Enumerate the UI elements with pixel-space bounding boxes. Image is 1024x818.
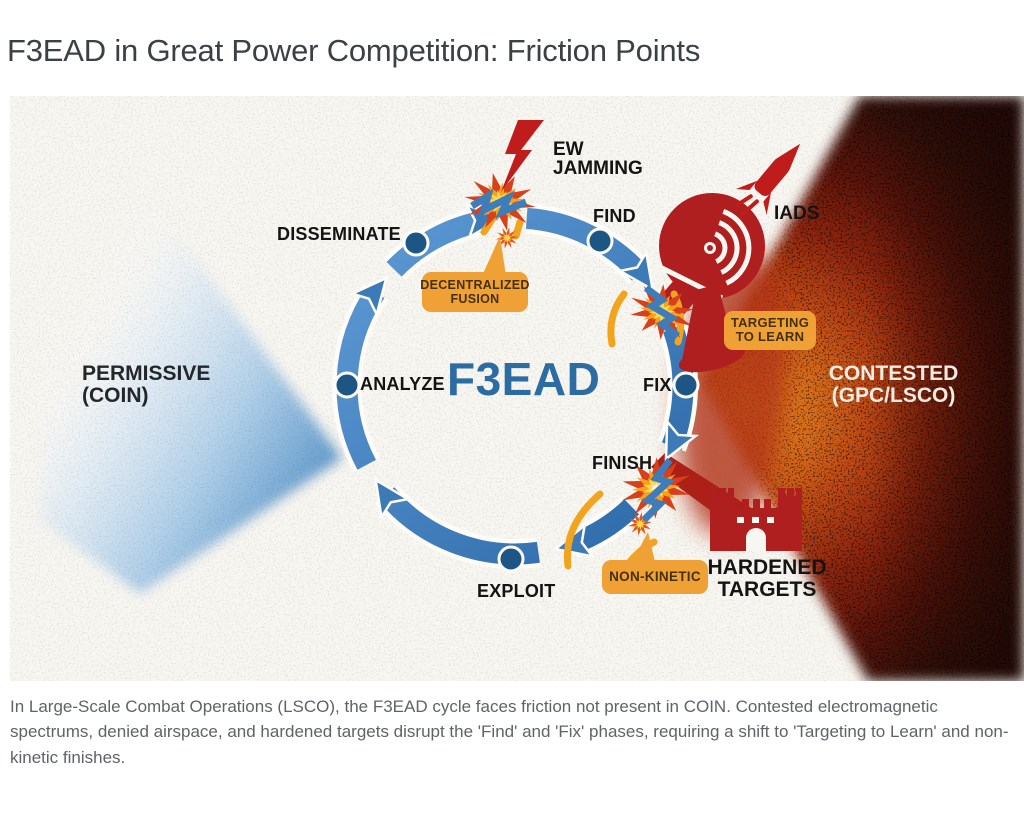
phase-label-fix: FIX (643, 374, 672, 395)
threat-label-iads: IADS (774, 202, 820, 224)
cycle-center-label: F3EAD (447, 352, 601, 405)
node-analyze (333, 371, 361, 399)
callout-non-kinetic: NON-KINETIC (602, 559, 708, 594)
node-disseminate (402, 229, 430, 257)
threat-label-ew-jamming: EW JAMMING (553, 138, 643, 179)
phase-label-finish: FINISH (592, 452, 653, 473)
diagram-figure: FIND FIX FINISH EXPLOIT ANALYZE DISSEMIN… (10, 95, 1024, 681)
explosion-burst-bottom (612, 448, 700, 537)
radar-dish-icon (659, 192, 765, 372)
phase-label-find: FIND (593, 205, 636, 226)
node-exploit (497, 545, 525, 573)
node-find (586, 227, 614, 255)
figure-caption: In Large-Scale Combat Operations (LSCO),… (10, 696, 1009, 768)
fortress-icon (710, 487, 802, 551)
node-fix (672, 371, 700, 399)
callout-targeting-to-learn: TARGETING TO LEARN (724, 310, 816, 350)
phase-label-disseminate: DISSEMINATE (277, 223, 401, 244)
threat-label-hardened-targets: HARDENED TARGETS (707, 555, 827, 601)
phase-nodes (333, 227, 700, 573)
missile-icon (734, 143, 801, 217)
lightning-icon (501, 119, 544, 192)
explosion-burst-top (460, 169, 540, 253)
explosion-burst-right (620, 274, 704, 350)
region-label-contested: CONTESTED (GPC/LSCO) (828, 361, 959, 407)
region-label-permissive: PERMISSIVE (COIN) (82, 361, 211, 407)
phase-label-analyze: ANALYZE (360, 373, 445, 394)
callout-decentralized-fusion: DECENTRALIZED FUSION (420, 271, 529, 312)
page-title: F3EAD in Great Power Competition: Fricti… (7, 33, 701, 68)
phase-label-exploit: EXPLOIT (477, 580, 556, 601)
diagram-canvas (10, 95, 1024, 681)
